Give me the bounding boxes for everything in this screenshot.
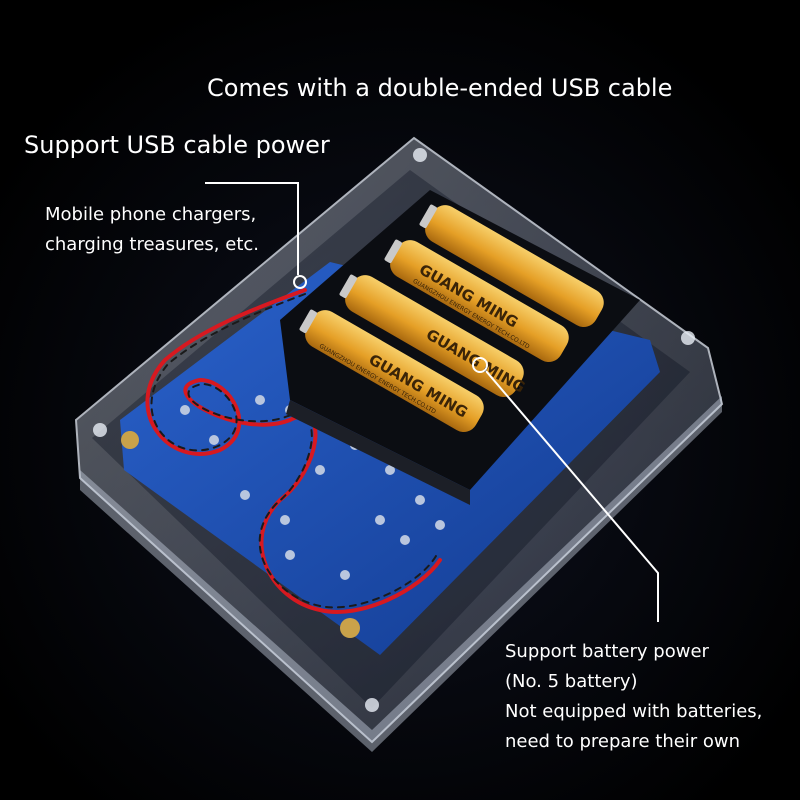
batteries: GUANG MING GUANGZHOU ENERGY ENERGY TECH.… [299, 204, 604, 433]
callout-battery [472, 357, 659, 622]
caption-line: Support battery power [505, 641, 709, 662]
caption-usb-cable-included: Comes with a double-ended USB cable [207, 74, 673, 102]
power-wire [145, 288, 442, 614]
caption-line: Mobile phone chargers, [45, 204, 257, 225]
caption-line: charging treasures, etc. [45, 234, 260, 255]
caption-usb-power-detail: Mobile phone chargers, charging treasure… [45, 200, 259, 260]
caption-battery-power: Support battery power (No. 5 battery) No… [505, 637, 762, 757]
caption-usb-power-title: Support USB cable power [24, 131, 330, 159]
caption-line: (No. 5 battery) [505, 671, 638, 692]
caption-line: Not equipped with batteries, [505, 701, 763, 722]
battery-cell [419, 204, 604, 328]
case-screws [93, 148, 695, 712]
callout-usb [205, 182, 307, 289]
caption-line: need to prepare their own [505, 731, 741, 752]
